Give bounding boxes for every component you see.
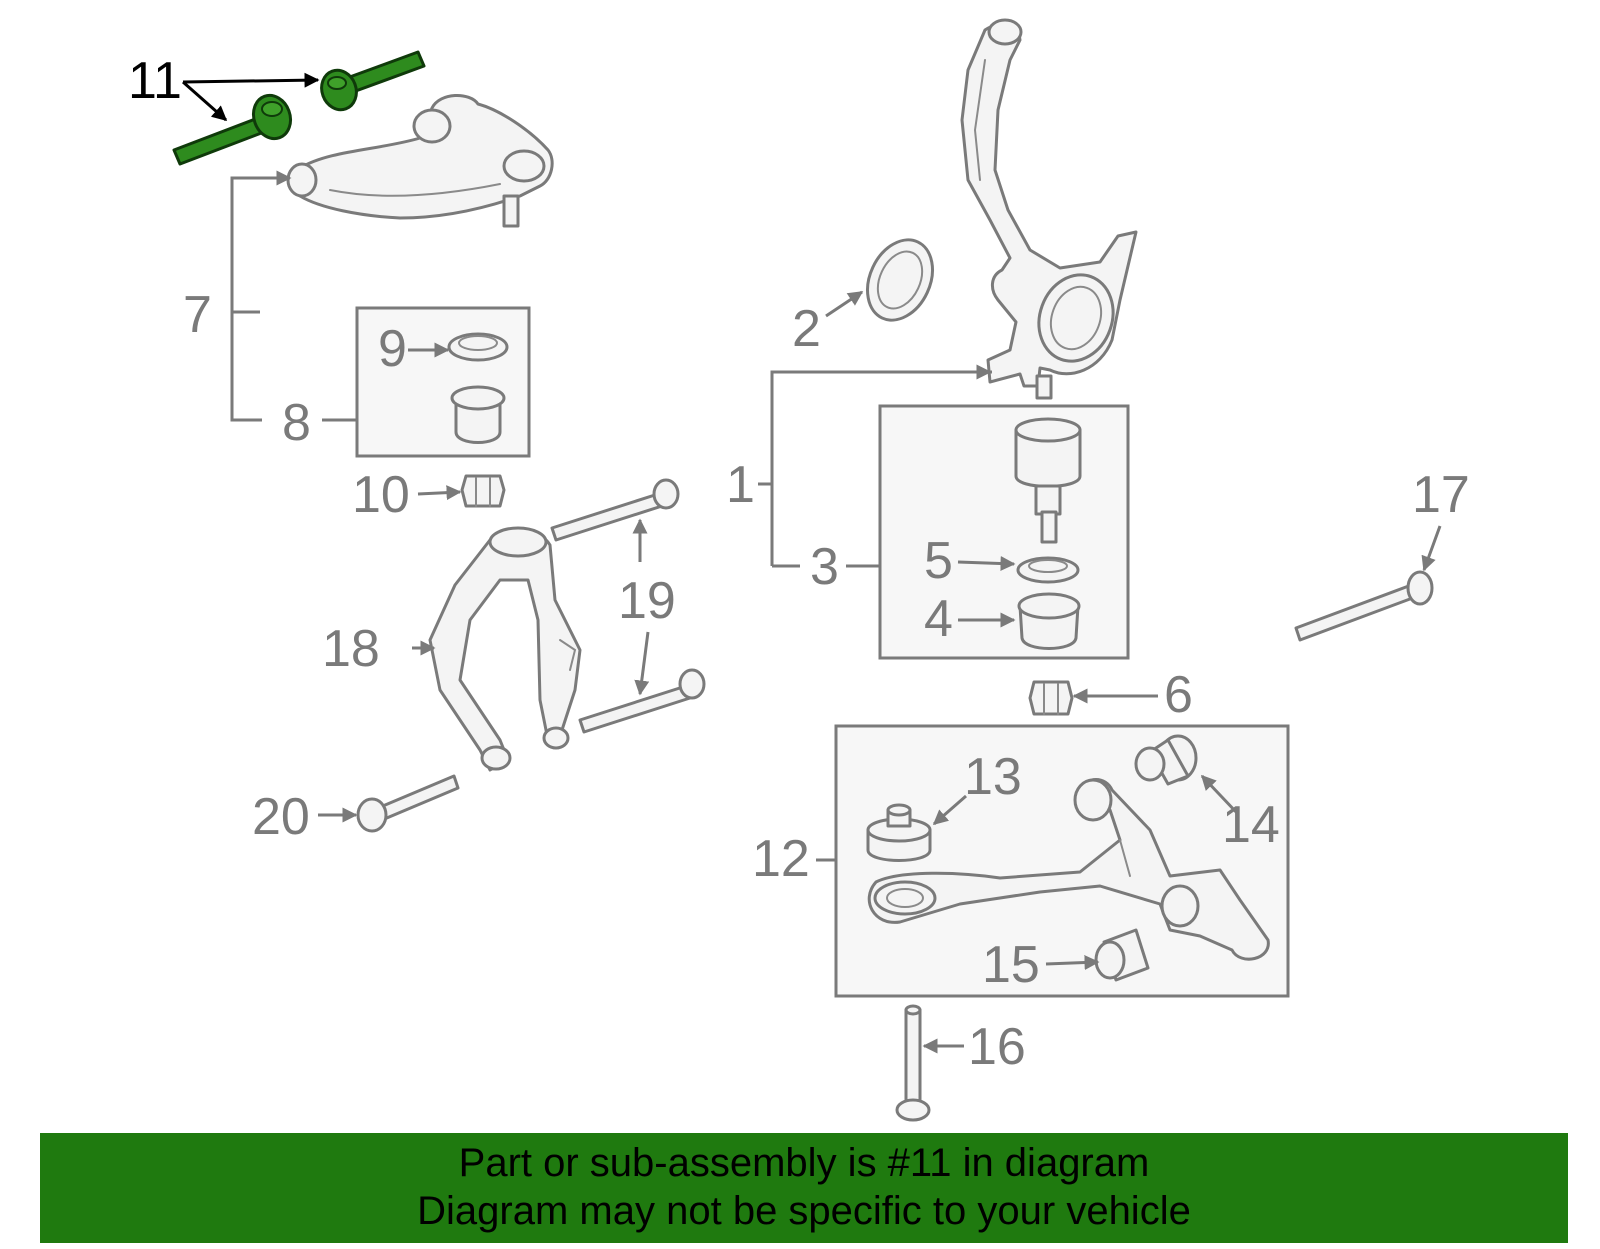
part-14-bushing[interactable] [1134, 734, 1198, 786]
part-13-bushing[interactable] [866, 803, 932, 862]
part-11-bolt-front[interactable] [172, 90, 296, 166]
callout-16: 16 [968, 1018, 1026, 1076]
part-20-bolt[interactable] [356, 774, 460, 833]
part-4-boot[interactable] [1017, 592, 1081, 650]
part-5-washer[interactable] [1016, 556, 1080, 584]
callout-8: 8 [282, 394, 311, 452]
callout-3: 3 [810, 538, 839, 596]
steering-knuckle[interactable] [960, 18, 1138, 400]
callout-2: 2 [792, 300, 821, 358]
callout-10: 10 [352, 466, 410, 524]
callout-15: 15 [982, 936, 1040, 994]
callout-11: 11 [128, 52, 182, 110]
part-11-bolt-rear[interactable] [316, 50, 426, 115]
callout-17: 17 [1412, 466, 1470, 524]
ball-joint[interactable] [1014, 417, 1082, 544]
part-18-bracket[interactable] [428, 526, 582, 772]
part-10-nut[interactable] [460, 474, 506, 508]
callout-14: 14 [1222, 796, 1280, 854]
callout-7: 7 [183, 286, 212, 344]
part-11-bolts[interactable] [172, 50, 426, 166]
callout-6: 6 [1164, 666, 1193, 724]
callout-20: 20 [252, 788, 310, 846]
lower-control-arm[interactable] [867, 778, 1270, 961]
part-17-bolt[interactable] [1294, 570, 1434, 642]
callout-5: 5 [924, 532, 953, 590]
part-19-bolts[interactable] [550, 478, 706, 734]
callouts: 11 7 8 9 10 19 18 20 2 1 3 5 4 6 17 12 1… [128, 52, 1470, 1076]
bushing-kit-box [355, 306, 531, 458]
callout-19: 19 [618, 572, 676, 630]
lower-control-arm-box [834, 724, 1290, 998]
part-2-seal[interactable] [855, 229, 945, 330]
part-9-washer [447, 332, 509, 362]
part-6-nut[interactable] [1028, 680, 1074, 716]
callout-4: 4 [924, 590, 953, 648]
callout-13: 13 [964, 748, 1022, 806]
callout-12: 12 [752, 830, 810, 888]
callout-9: 9 [378, 320, 407, 378]
part-16-bolt[interactable] [895, 1004, 931, 1122]
banner-line-1: Part or sub-assembly is #11 in diagram [458, 1141, 1150, 1185]
leader-lines [230, 170, 1442, 1054]
part-15-bushing[interactable] [1094, 928, 1150, 982]
upper-control-arm[interactable] [286, 94, 554, 228]
callout-1: 1 [726, 456, 755, 514]
banner-line-2: Diagram may not be specific to your vehi… [417, 1189, 1191, 1233]
callout-18: 18 [322, 620, 380, 678]
info-banner: Part or sub-assembly is #11 in diagram D… [40, 1133, 1568, 1243]
